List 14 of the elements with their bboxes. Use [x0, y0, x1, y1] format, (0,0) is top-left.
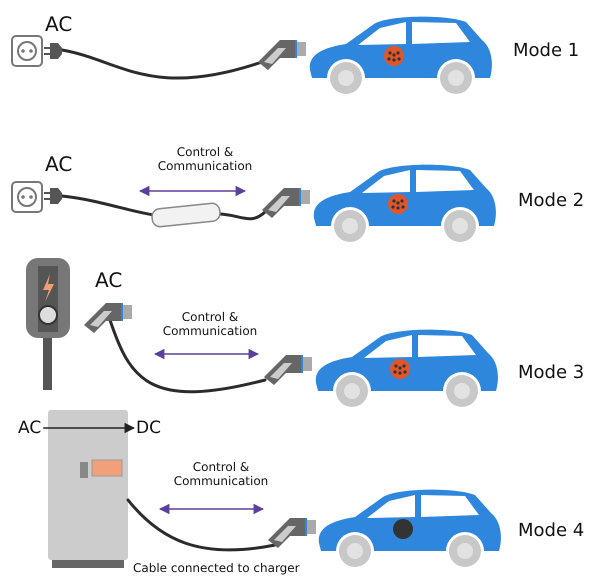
mode-label: Mode 4: [518, 520, 584, 542]
mode-label: Mode 1: [513, 40, 580, 62]
supply-label: AC: [45, 152, 72, 176]
caption: Cable connected to charger: [133, 561, 300, 576]
control-communication-label: Control & Communication: [172, 460, 270, 489]
current-type-label: AC: [18, 418, 42, 438]
arrow: [43, 422, 136, 434]
control-communication-label: Control & Communication: [162, 310, 258, 339]
current-type-label: DC: [136, 418, 161, 438]
mode-label: Mode 2: [518, 190, 584, 212]
control-communication-label: Control & Communication: [156, 145, 254, 174]
supply-label: AC: [95, 268, 122, 292]
mode-label: Mode 3: [518, 362, 584, 384]
supply-label: AC: [45, 12, 72, 36]
